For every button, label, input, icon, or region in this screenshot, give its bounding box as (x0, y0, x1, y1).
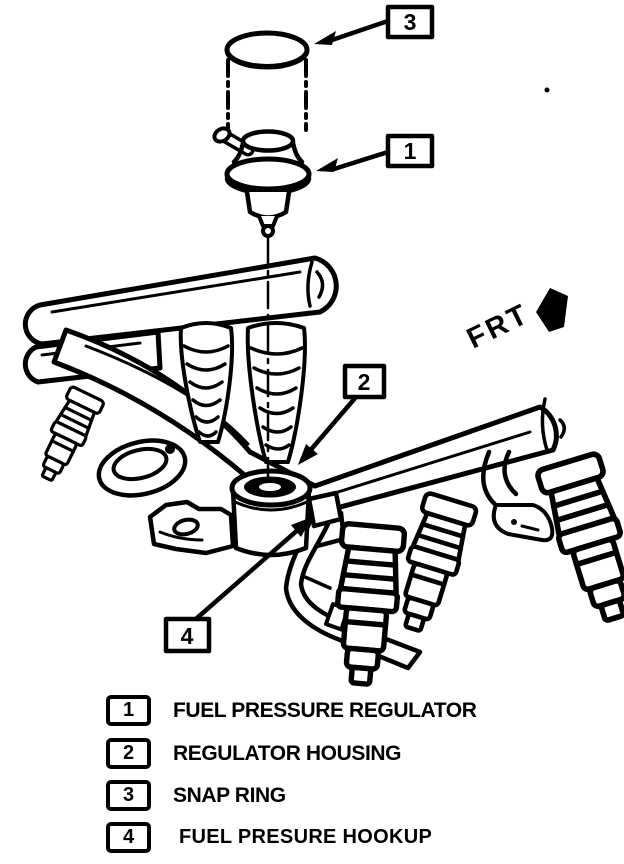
callout-2-number: 2 (358, 369, 371, 395)
callout-4-arrowhead-icon (291, 517, 312, 537)
legend-key-box: 3 (106, 780, 151, 811)
callout-3-leader (329, 18, 391, 43)
callout-4-box (163, 616, 212, 654)
callout-2-box (342, 363, 387, 400)
callout-1-arrowhead-icon (316, 158, 338, 172)
callouts: 3 1 2 4 (163, 4, 435, 654)
legend-key-box: 2 (106, 738, 151, 769)
callout-2-arrowhead-icon (298, 444, 318, 465)
fuel-hookup-boss (306, 490, 344, 529)
legend-item-label: SNAP RING (173, 783, 286, 807)
legend-item-1: 1 FUEL PRESSURE REGULATOR (106, 695, 477, 726)
legend-key-box: 4 (106, 822, 151, 853)
right-mounting-bracket (481, 449, 555, 543)
legend-item-3: 3 SNAP RING (106, 780, 286, 811)
legend-item-4: 4 FUEL PRESURE HOOKUP (106, 822, 432, 853)
callout-3-box (385, 4, 435, 40)
injector-pocket-bellows (178, 321, 307, 464)
regulator-needle-tip (261, 224, 275, 238)
legend: 1 FUEL PRESSURE REGULATOR 2 REGULATOR HO… (0, 693, 624, 864)
callout-1-number: 1 (404, 138, 417, 164)
legend-item-label: FUEL PRESSURE REGULATOR (173, 698, 477, 722)
callout-4-number: 4 (181, 623, 194, 649)
callout-1-leader (331, 149, 391, 172)
legend-item-2: 2 REGULATOR HOUSING (106, 738, 402, 769)
vacuum-port (212, 126, 232, 144)
fuel-injector (387, 492, 477, 636)
callout-1-box (385, 133, 435, 169)
callout-3-number: 3 (404, 9, 417, 35)
legend-item-label: REGULATOR HOUSING (173, 741, 402, 765)
legend-item-label: FUEL PRESURE HOOKUP (179, 826, 433, 848)
snap-ring-cylinder (224, 30, 310, 132)
frt-arrow-icon (536, 288, 568, 332)
callout-3-arrowhead-icon (314, 31, 336, 45)
front-fuel-rail (51, 327, 566, 516)
print-speck (544, 87, 550, 93)
legend-key-box: 1 (106, 695, 151, 726)
fuel-pressure-regulator (212, 126, 312, 238)
rear-fuel-rail (22, 255, 339, 347)
fuel-injector (28, 384, 107, 489)
frt-label: FRT (462, 298, 535, 355)
callout-4-leader (194, 525, 303, 621)
frt-direction-marker: FRT (462, 288, 568, 355)
